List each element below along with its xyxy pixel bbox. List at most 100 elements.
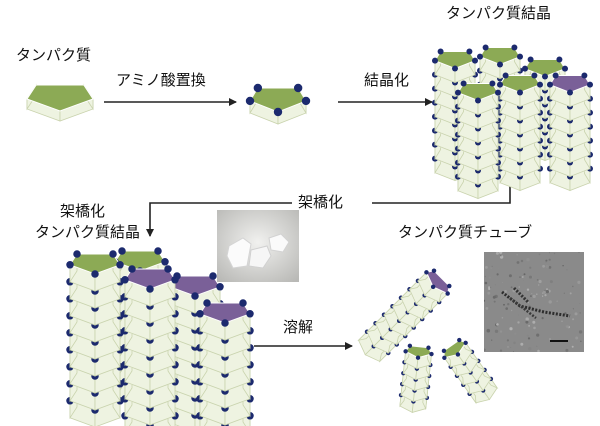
tem-grain — [523, 279, 525, 281]
tem-grain — [490, 267, 492, 269]
lysine-dot — [128, 265, 136, 273]
tem-grain — [504, 290, 507, 293]
lysine-dot — [426, 345, 431, 350]
tem-grain — [531, 276, 534, 279]
lysine-dot — [109, 250, 117, 258]
lysine-dot — [445, 291, 450, 296]
label-crystallization: 結晶化 — [364, 71, 410, 89]
tem-grain — [542, 264, 545, 268]
tem-grain — [536, 279, 539, 281]
lysine-dot — [154, 247, 162, 255]
tem-grain — [537, 349, 540, 352]
tem-grain — [529, 266, 532, 269]
tem-grain — [528, 325, 530, 327]
tem-grain — [572, 285, 574, 288]
tem-grain — [536, 333, 540, 337]
lysine-dot — [432, 57, 438, 64]
arrow-crosslink-b — [146, 202, 292, 237]
protein-monomer — [26, 83, 94, 122]
lysine-dot — [489, 80, 496, 87]
tem-grain — [519, 276, 521, 278]
tem-grain — [531, 293, 533, 294]
tem-grain — [553, 252, 556, 255]
label-protein-tube: タンパク質チューブ — [398, 223, 533, 241]
tem-grain — [514, 332, 517, 335]
tem-grain — [502, 281, 504, 283]
lysine-dot — [171, 276, 179, 284]
tem-grain — [545, 264, 549, 269]
crystal-photo-icon — [217, 210, 299, 282]
tem-grain — [492, 295, 496, 299]
tem-grain — [527, 337, 531, 340]
tem-grain — [527, 306, 529, 308]
lysine-dot — [517, 89, 523, 96]
crystal-column — [547, 72, 593, 192]
tem-grain — [484, 348, 486, 352]
tem-grain — [499, 252, 503, 254]
lysine-dot — [116, 261, 124, 269]
tem-grain — [545, 290, 549, 294]
lysine-dot — [542, 73, 548, 80]
tem-grain — [574, 312, 578, 316]
lysine-dot — [403, 349, 408, 354]
lysine-dot — [457, 337, 462, 343]
lysine-dot — [191, 292, 199, 300]
lysine-dot — [203, 299, 211, 307]
tem-grain — [567, 346, 569, 349]
tem-grain — [485, 266, 488, 269]
lysine-dot — [455, 352, 461, 357]
tem-grain — [501, 317, 504, 319]
tem-grain — [527, 302, 529, 304]
tem-grain — [544, 289, 546, 291]
lysine-dot — [273, 107, 283, 117]
lysine-dot — [495, 89, 501, 96]
tem-grain — [529, 275, 532, 279]
tem-grain — [546, 288, 548, 290]
lysine-dot — [73, 250, 81, 258]
tem-grain — [494, 284, 496, 286]
lysine-dot — [424, 270, 429, 275]
tem-grain — [512, 351, 514, 352]
lysine-dot — [567, 89, 573, 96]
lysine-dot — [587, 81, 593, 88]
tem-grain — [521, 276, 524, 278]
tem-grain — [548, 252, 550, 254]
label-amino-acid-substitution: アミノ酸置換 — [116, 71, 206, 89]
crystal-column — [121, 265, 179, 426]
tem-grain — [503, 303, 505, 306]
tem-grain — [491, 265, 493, 268]
tem-grain — [578, 330, 583, 334]
tem-grain — [541, 317, 544, 320]
tem-grain — [510, 309, 513, 312]
tem-grain — [532, 294, 536, 298]
crystal-column — [196, 299, 254, 426]
tem-grain — [526, 257, 530, 262]
tem-grain — [484, 275, 486, 278]
label-crosslinked-line1: 架橋化 — [60, 202, 106, 220]
lysine-dot — [452, 65, 458, 72]
lysine-dot — [196, 310, 204, 318]
tem-micrograph-icon — [484, 252, 584, 352]
crystal-column — [66, 250, 124, 426]
protein-tube — [357, 268, 452, 363]
lysine-dot — [437, 48, 444, 55]
tem-grain — [488, 276, 491, 279]
tem-grain — [516, 261, 520, 264]
label-protein: タンパク質 — [16, 46, 92, 64]
tem-grain — [545, 261, 547, 263]
tem-grain — [488, 286, 491, 289]
tem-grain — [532, 256, 535, 259]
tem-grain — [520, 259, 524, 263]
tem-grain — [529, 295, 532, 298]
label-crosslinking: 架橋化 — [298, 193, 344, 211]
lysine-dot — [460, 80, 467, 87]
tem-grain — [520, 342, 524, 346]
lysine-dot — [246, 310, 254, 318]
tem-grain — [510, 347, 512, 349]
prism-top-face — [26, 84, 94, 112]
lysine-dot — [209, 272, 217, 280]
lysine-dot — [429, 351, 434, 357]
tem-grain — [499, 349, 503, 352]
tem-grain — [523, 273, 526, 276]
